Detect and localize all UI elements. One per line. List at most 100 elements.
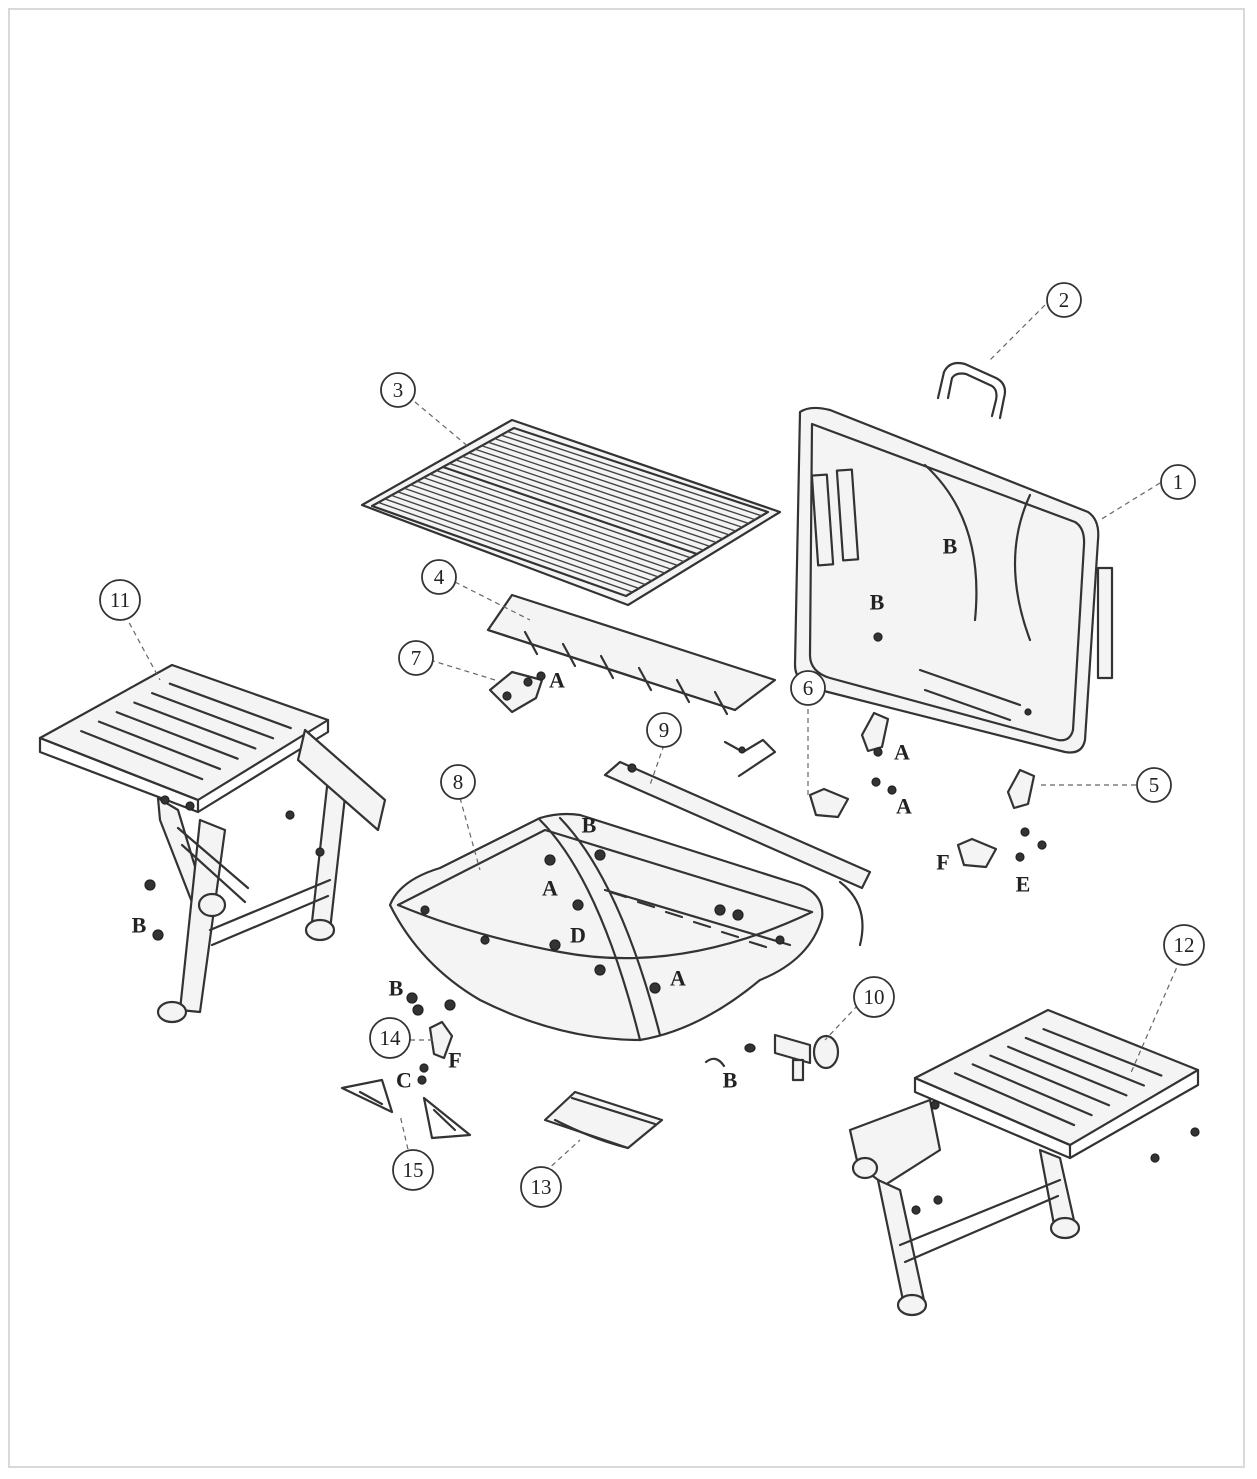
- callout-9: 9: [646, 712, 682, 748]
- hardware-letter-a: A: [896, 794, 912, 819]
- hardware-letter-a: A: [894, 740, 910, 765]
- callout-11-label: 11: [110, 588, 130, 612]
- leader-lines: [124, 304, 1181, 1173]
- grate-bar: [468, 452, 724, 540]
- hardware-letter-f: F: [936, 850, 949, 875]
- table-slat: [989, 1054, 1111, 1107]
- hardware-letter-a: A: [670, 966, 686, 991]
- callout-6-label: 6: [803, 676, 814, 700]
- callout-1-label: 1: [1173, 470, 1184, 494]
- part-1-lid: [793, 406, 1114, 754]
- callout-10: 10: [853, 976, 895, 1018]
- bowl-vent-slot: [720, 930, 740, 939]
- hardware-letter-b: B: [723, 1068, 738, 1093]
- table-slat: [168, 682, 292, 730]
- bowl-vent-slot: [608, 890, 628, 899]
- part-6-igniter-bracket: [723, 738, 777, 778]
- callout-11: 11: [99, 579, 141, 621]
- grate-bar: [416, 480, 672, 570]
- grate-bar: [429, 473, 685, 563]
- callout-13: 13: [520, 1166, 562, 1208]
- callout-8: 8: [440, 764, 476, 800]
- table-slat: [953, 1072, 1076, 1127]
- part-12-right-side-table: [848, 1008, 1200, 1317]
- grate-bar: [494, 437, 749, 525]
- tent-slot: [675, 678, 691, 704]
- callout-7: 7: [398, 640, 434, 676]
- hardware-letter-b: B: [943, 534, 958, 559]
- tent-slot: [637, 666, 653, 692]
- callout-15: 15: [392, 1149, 434, 1191]
- hardware-letter-f: F: [448, 1048, 461, 1073]
- table-slat: [1007, 1045, 1128, 1097]
- callout-5-label: 5: [1149, 773, 1160, 797]
- part-9-burner: [603, 760, 872, 947]
- callout-10-label: 10: [864, 985, 885, 1009]
- part-8-firebox: [388, 812, 824, 1042]
- part-5-hinge-brackets: [808, 711, 1047, 869]
- grate-bar: [378, 501, 633, 593]
- bowl-vent-slot: [636, 900, 656, 909]
- grate-bar: [384, 498, 640, 590]
- callout-7-label: 7: [411, 646, 422, 670]
- part-11-left-side-table: [38, 663, 387, 1024]
- callout-4: 4: [421, 559, 457, 595]
- callout-1: 1: [1160, 464, 1196, 500]
- grate-bar: [404, 487, 659, 578]
- grate-bar: [391, 494, 646, 586]
- grate-bar: [397, 491, 653, 582]
- grate-bar: [423, 476, 678, 567]
- grate-center-rail: [441, 465, 699, 556]
- hardware-letter-b: B: [870, 590, 885, 615]
- hardware-letter-b: B: [389, 976, 404, 1001]
- part-7-bracket: [488, 670, 546, 714]
- callout-12: 12: [1163, 924, 1205, 966]
- tent-slot: [599, 654, 615, 680]
- table-slat: [150, 692, 275, 740]
- grate-bar: [500, 434, 756, 521]
- callout-2: 2: [1046, 282, 1082, 318]
- tent-slot: [561, 642, 577, 668]
- table-slat: [80, 730, 204, 781]
- callout-15-label: 15: [403, 1158, 424, 1182]
- callout-2-label: 2: [1059, 288, 1070, 312]
- grate-bar: [487, 441, 743, 528]
- grate-bar: [481, 445, 736, 532]
- bowl-vent-slot: [692, 920, 712, 929]
- part-13-grease-tray: [543, 1090, 664, 1150]
- grate-bar: [455, 459, 711, 548]
- hardware-letter-d: D: [570, 923, 586, 948]
- callout-4-label: 4: [434, 565, 445, 589]
- part-10-control-valve: [704, 1033, 840, 1082]
- callout-12-label: 12: [1174, 933, 1195, 957]
- bowl-vent-slot: [664, 910, 684, 919]
- table-slat: [115, 711, 239, 760]
- callout-6: 6: [790, 670, 826, 706]
- hardware-letter-b: B: [132, 913, 147, 938]
- grate-bar: [507, 430, 762, 517]
- table-slat: [133, 701, 257, 750]
- table-slat: [97, 720, 222, 771]
- part-3-cooking-grate: [360, 418, 782, 607]
- callout-14-label: 14: [380, 1026, 402, 1050]
- hardware-letter-e: E: [1016, 872, 1031, 897]
- tent-slot: [713, 690, 729, 716]
- tent-slot: [523, 630, 539, 656]
- callout-13-label: 13: [531, 1175, 552, 1199]
- hardware-letter-b: B: [582, 813, 597, 838]
- bowl-vent-slot: [748, 940, 768, 949]
- table-slat: [1024, 1036, 1145, 1087]
- hardware-letter-c: C: [396, 1068, 412, 1093]
- hardware-letter-a: A: [549, 668, 565, 693]
- grate-bar: [475, 448, 730, 536]
- table-slat: [971, 1063, 1093, 1117]
- table-slat: [1042, 1028, 1163, 1077]
- callout-3-label: 3: [393, 378, 404, 402]
- grate-bar: [462, 455, 717, 544]
- callout-14: 14: [369, 1017, 411, 1059]
- hardware-letter-a: A: [542, 876, 558, 901]
- callout-5: 5: [1136, 767, 1172, 803]
- callout-8-label: 8: [453, 770, 464, 794]
- callout-3: 3: [380, 372, 416, 408]
